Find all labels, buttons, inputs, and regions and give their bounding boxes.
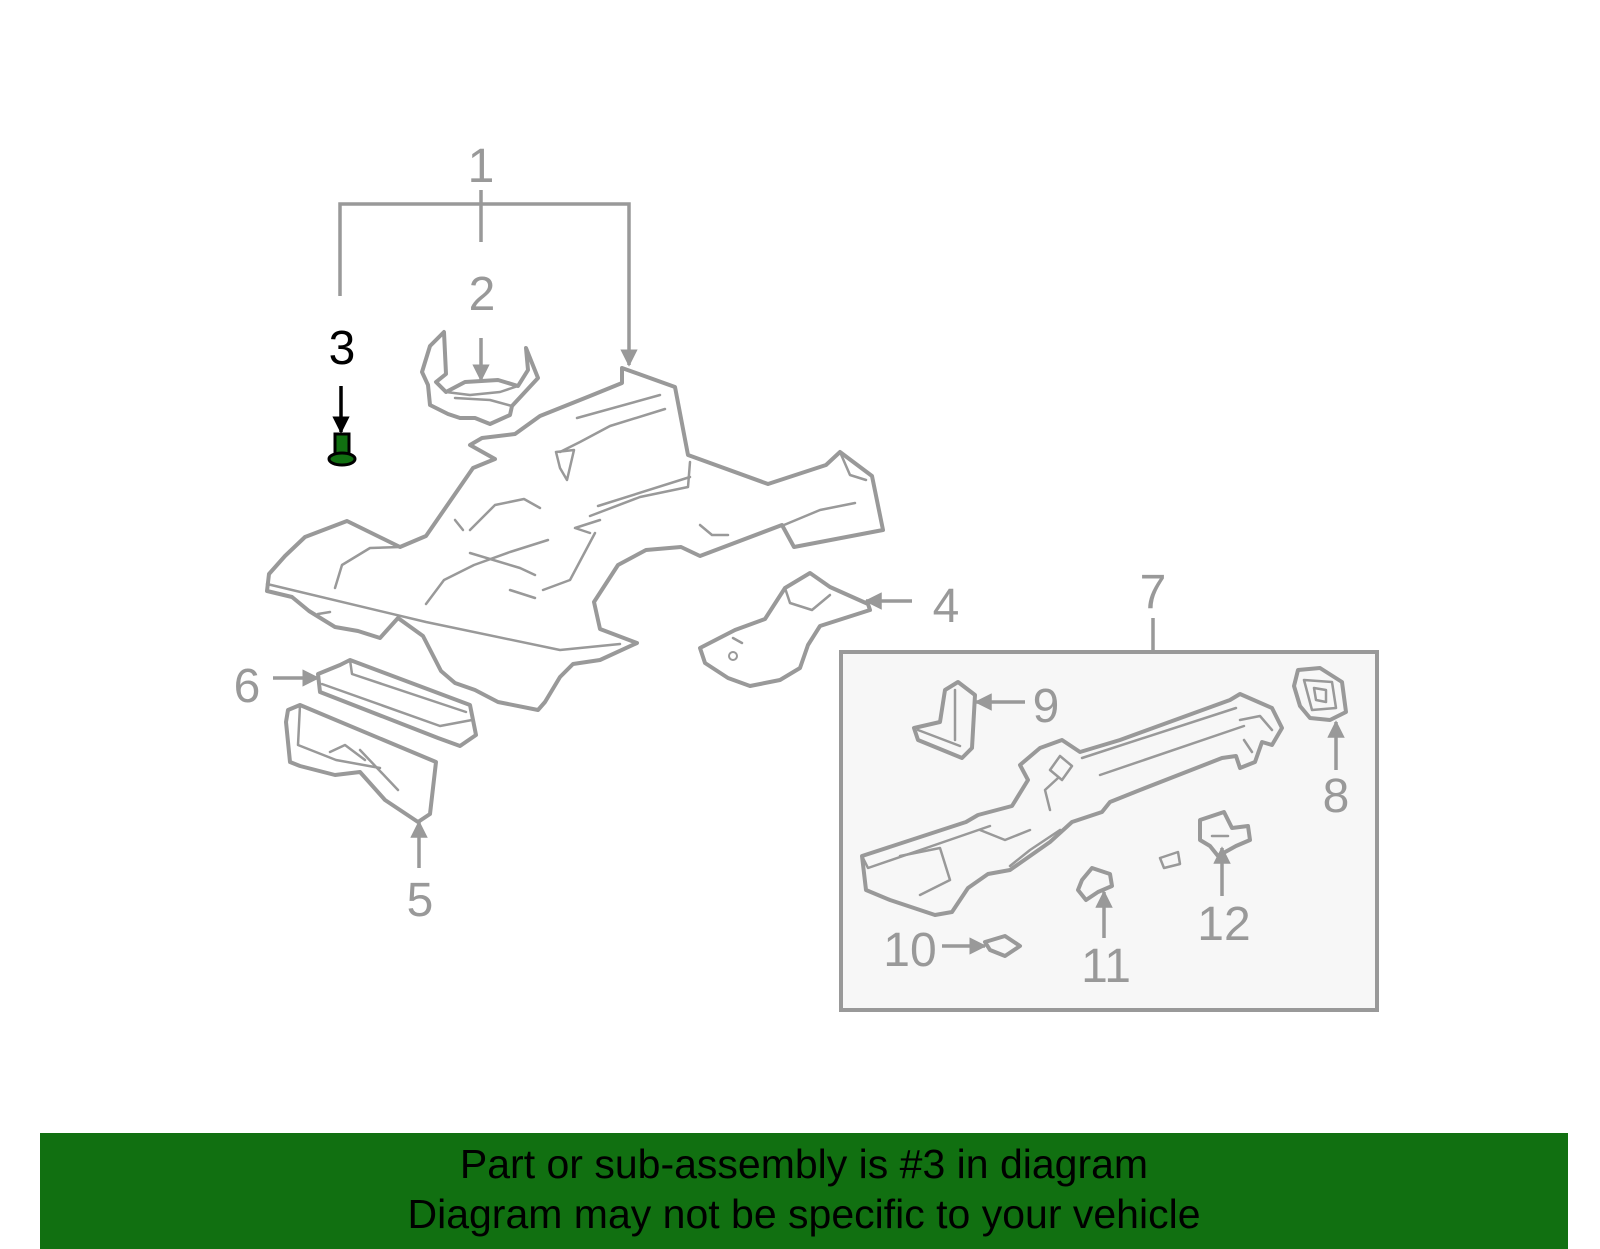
part-3-bolt (327, 432, 357, 467)
part-10-clip (983, 934, 1022, 958)
part-11-bracket (1076, 866, 1114, 902)
banner-line-1: Part or sub-assembly is #3 in diagram (459, 1141, 1149, 1187)
callout-7: 7 (1140, 566, 1167, 619)
part-8-plate (1292, 666, 1348, 722)
callout-3: 3 (329, 322, 356, 375)
callout-4: 4 (933, 580, 960, 633)
small-plate (1158, 850, 1182, 870)
callout-9: 9 (1033, 680, 1060, 733)
floor-pan (265, 366, 885, 712)
part-2-bracket (420, 330, 540, 426)
callout-2: 2 (469, 268, 496, 321)
info-banner: Part or sub-assembly is #3 in diagram Di… (40, 1133, 1568, 1249)
callout-11: 11 (1081, 940, 1131, 993)
callout-8: 8 (1323, 770, 1350, 823)
banner-line-2: Diagram may not be specific to your vehi… (407, 1191, 1201, 1237)
callout-10: 10 (883, 924, 936, 977)
callout-1-bracket (338, 190, 638, 367)
part-6-rail (316, 658, 478, 748)
part-5-bracket (284, 703, 438, 824)
part-4-panel (698, 571, 872, 688)
part-12-bracket (1198, 810, 1252, 858)
part-9-bracket (912, 680, 977, 760)
callout-6: 6 (234, 660, 261, 713)
part-7-frame-rail (860, 692, 1284, 917)
callout-12: 12 (1197, 898, 1250, 951)
callout-5: 5 (407, 874, 434, 927)
callout-1: 1 (468, 140, 495, 193)
inset-box (839, 650, 1379, 1012)
